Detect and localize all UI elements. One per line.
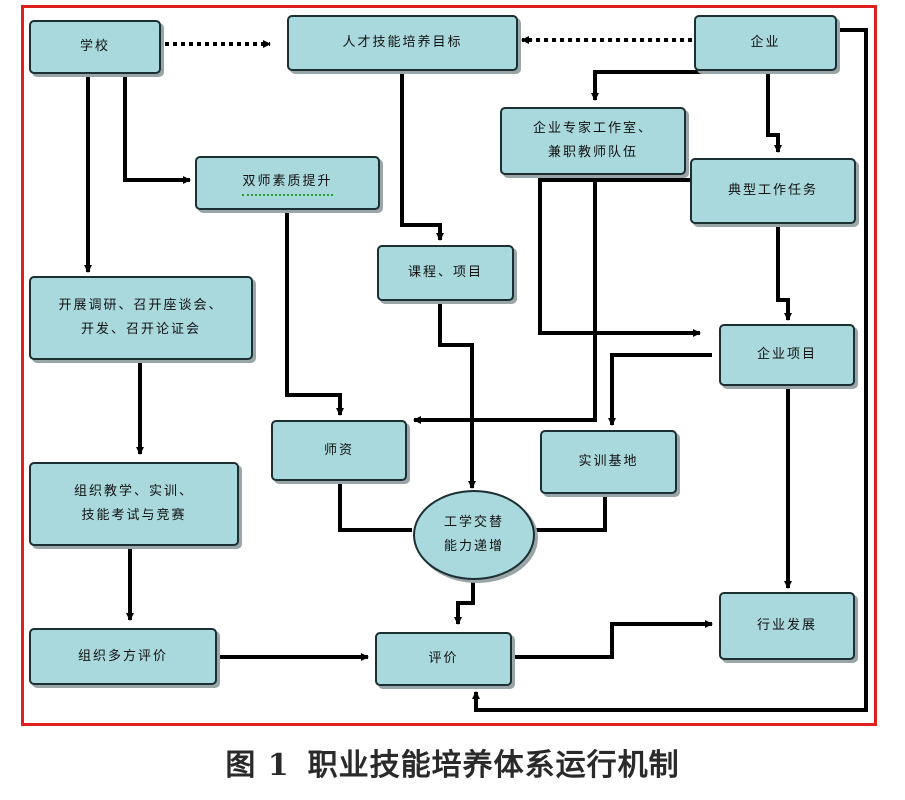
figure-caption: 图 1 职业技能培养体系运行机制: [0, 740, 905, 784]
courses-to-work-study-arrow: [438, 302, 476, 489]
goal-to-courses-arrow: [400, 72, 444, 241]
tasks-to-projects-arrow: [776, 225, 792, 321]
enterprise-to-tasks-arrow: [766, 72, 782, 153]
node-faculty: 师资: [271, 420, 407, 481]
node-industry-development: 行业发展: [719, 592, 855, 660]
node-organize-teaching: 组织教学、实训、技能考试与竞赛: [29, 462, 239, 546]
enterprise-feedback-to-evaluation-arrow: [472, 28, 868, 712]
connector-layer: [84, 28, 868, 712]
expert-to-faculty-arrow: [413, 175, 597, 424]
evaluation-to-industry-arrow: [512, 620, 713, 659]
node-dual-teacher: 双师素质提升: [195, 156, 380, 210]
node-work-study: 工学交替能力递增: [413, 490, 535, 580]
node-multi-evaluation: 组织多方评价: [29, 628, 217, 685]
node-expert-workstation: 企业专家工作室、兼职教师队伍: [500, 107, 686, 175]
node-research-meetings: 开展调研、召开座谈会、开发、召开论证会: [29, 276, 253, 360]
diagram-frame: [21, 5, 877, 726]
node-enterprise-projects: 企业项目: [719, 324, 855, 386]
dual-teacher-to-faculty-arrow: [285, 210, 344, 416]
figure-title: 职业技能培养体系运行机制: [307, 748, 680, 783]
faculty-to-work-study-line: [338, 481, 412, 532]
school-to-dual-teacher-arrow: [123, 76, 191, 184]
training-to-work-study-line: [534, 495, 607, 532]
enterprise-to-expert-arrow: [591, 70, 718, 101]
figure-number: 图 1: [225, 748, 290, 783]
work-study-to-evaluation-arrow: [454, 580, 475, 625]
node-evaluation: 评价: [375, 632, 512, 686]
projects-to-training-arrow: [608, 353, 712, 426]
projects-to-dual-teacher-arrow: [538, 176, 742, 337]
node-training-base: 实训基地: [540, 430, 677, 494]
node-typical-tasks: 典型工作任务: [690, 158, 856, 224]
node-enterprise: 企业: [694, 15, 837, 71]
node-courses-projects: 课程、项目: [377, 245, 514, 301]
node-school: 学校: [29, 20, 161, 74]
node-talent-goal: 人才技能培养目标: [287, 15, 518, 71]
